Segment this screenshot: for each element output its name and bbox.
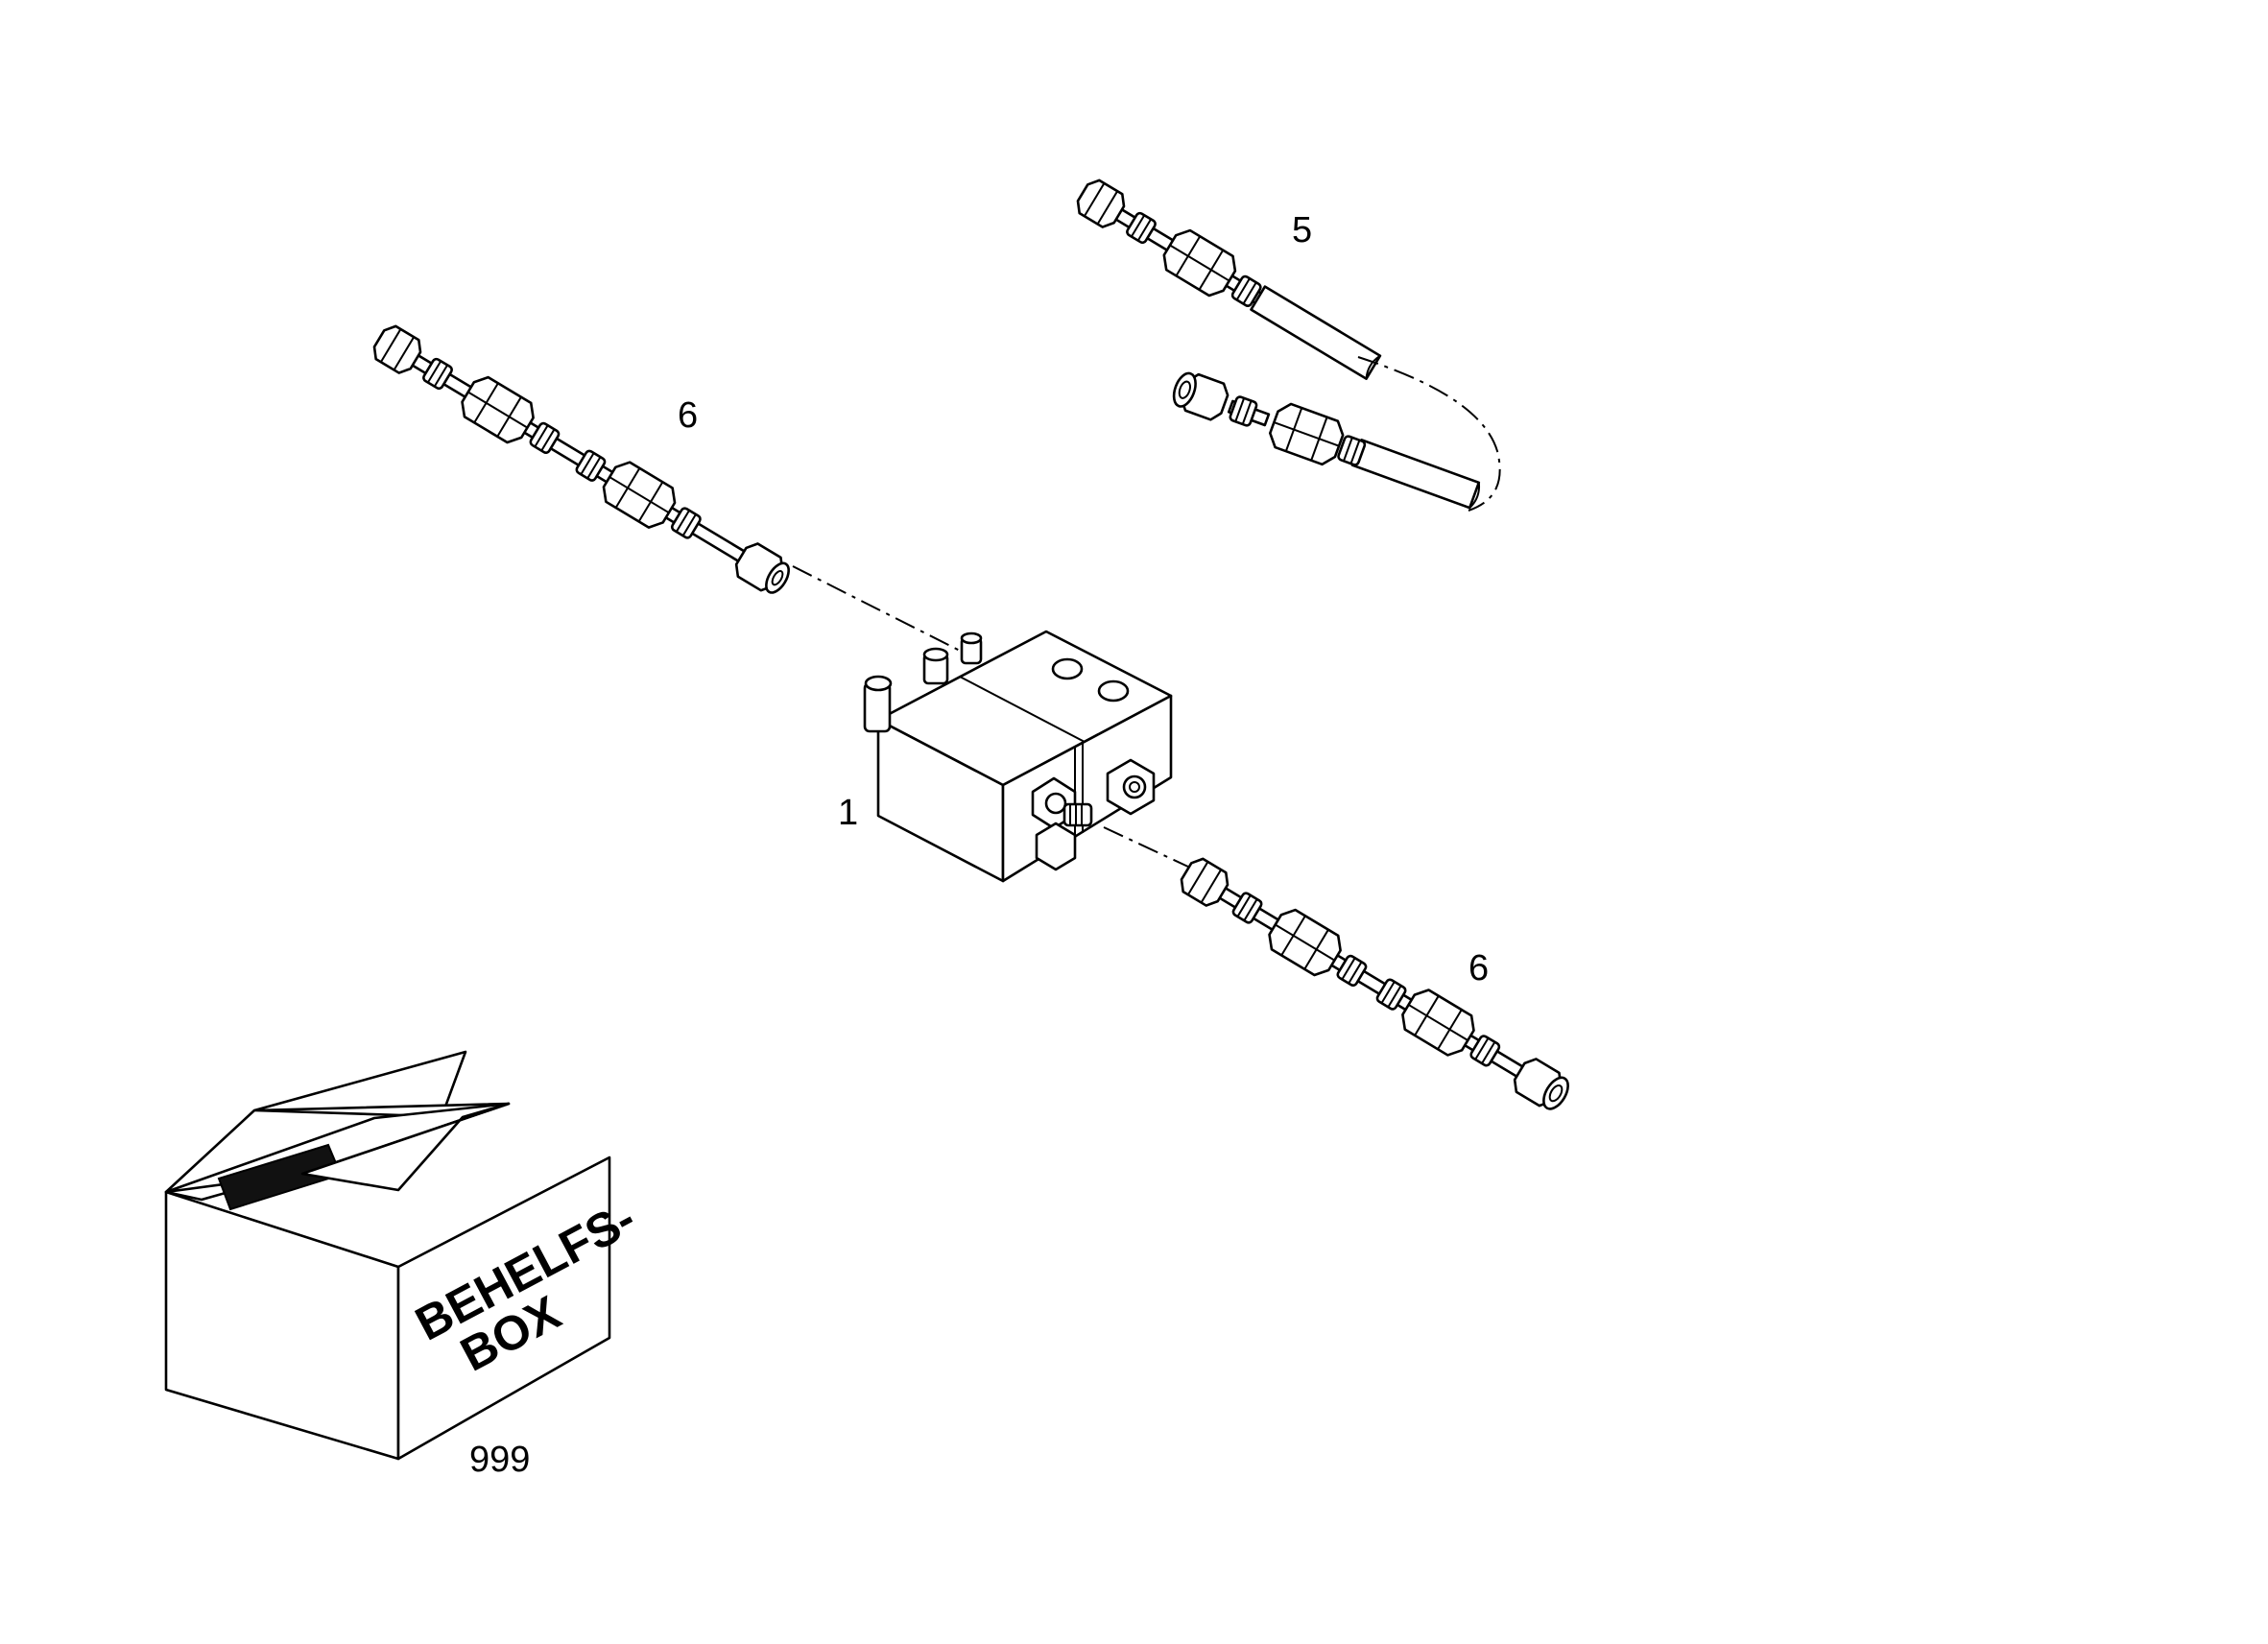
spare-box-999: BEHELFS- BOX — [164, 1050, 644, 1461]
callout-part-5: 5 — [1292, 210, 1313, 250]
callout-part-1: 1 — [838, 793, 859, 833]
distributor-block-1 — [863, 630, 1173, 883]
callout-part-6-upper: 6 — [678, 395, 699, 436]
callout-part-999: 999 — [469, 1440, 531, 1480]
hose-assembly-6-upper — [368, 321, 790, 594]
hose-assembly-5 — [1071, 175, 1501, 512]
hose-assembly-6-lower — [1175, 853, 1569, 1110]
callout-part-6-lower: 6 — [1468, 948, 1490, 989]
